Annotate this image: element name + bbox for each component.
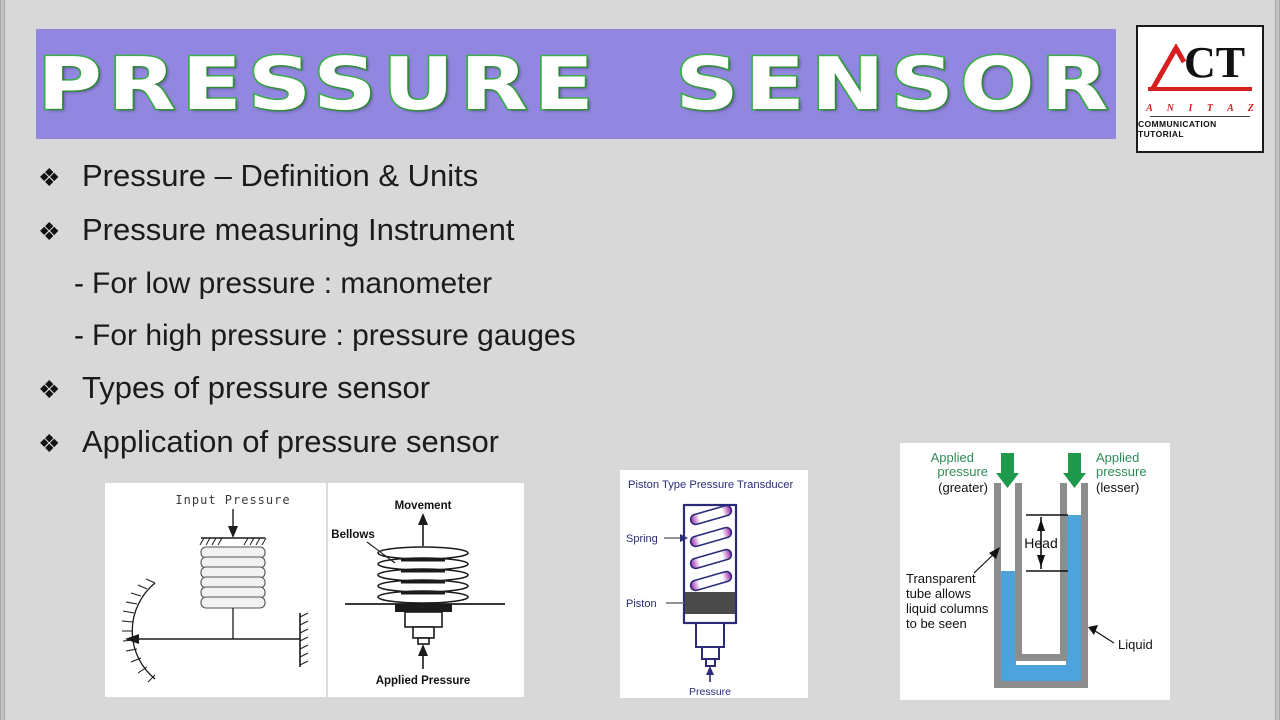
page-title: PRESSURE SENSOR [0, 29, 1235, 139]
diamond-bullet-icon: ❖ [38, 376, 61, 404]
diamond-bullet-icon: ❖ [38, 218, 61, 246]
logo-letters: CT [1184, 37, 1246, 87]
list-item: ❖ Application of pressure sensor [38, 416, 858, 470]
diamond-bullet-icon: ❖ [38, 164, 61, 192]
list-item: - For high pressure : pressure gauges [38, 310, 858, 362]
list-item: ❖ Pressure measuring Instrument [38, 204, 858, 258]
label-applied-pressure: Applied Pressure [376, 675, 471, 687]
list-item-label: Pressure measuring Instrument [82, 212, 515, 247]
label-movement: Movement [395, 500, 452, 512]
label-applied-lesser-line1: Applied [1096, 450, 1139, 465]
label-input-pressure: Input Pressure [175, 493, 290, 507]
figure-title-piston: Piston Type Pressure Transducer [628, 479, 793, 491]
list-item-label: For high pressure : pressure gauges [92, 319, 576, 352]
figure-manometer: Applied pressure (greater) Applied press… [900, 443, 1170, 700]
dash-bullet-icon: - [74, 319, 84, 352]
manometer-diagram-svg: Applied pressure (greater) Applied press… [900, 443, 1170, 700]
label-applied-greater-line3: (greater) [938, 480, 988, 495]
label-liquid: Liquid [1118, 637, 1153, 652]
label-applied-greater-line1: Applied [931, 450, 974, 465]
list-item-label: Application of pressure sensor [82, 424, 500, 459]
list-item: ❖ Types of pressure sensor [38, 362, 858, 416]
figure-piston-transducer: Piston Type Pressure Transducer [620, 470, 808, 698]
label-transparent-line3: liquid columns [906, 601, 989, 616]
logo-mark: CT [1144, 37, 1256, 102]
label-transparent-line1: Transparent [906, 571, 976, 586]
label-transparent-line4: to be seen [906, 616, 967, 631]
list-item-label: For low pressure : manometer [92, 267, 493, 300]
arrow-down-icon [996, 453, 1019, 488]
label-head: Head [1024, 535, 1057, 551]
label-applied-lesser-line3: (lesser) [1096, 480, 1139, 495]
label-applied-greater-line2: pressure [937, 464, 988, 479]
label-applied-lesser-line2: pressure [1096, 464, 1147, 479]
piston-diagram-svg: Piston Type Pressure Transducer [620, 470, 808, 698]
list-item: - For low pressure : manometer [38, 258, 858, 310]
list-item-label: Types of pressure sensor [82, 370, 431, 405]
diamond-bullet-icon: ❖ [38, 430, 61, 458]
logo-divider [1150, 115, 1250, 117]
label-pressure: Pressure [689, 686, 731, 698]
title-word-sensor: SENSOR [674, 41, 1115, 128]
left-letterbox-bar [0, 0, 5, 720]
label-bellows: Bellows [331, 529, 374, 541]
act-logo: CT A N I T A Z COMMUNICATION TUTORIAL [1136, 25, 1264, 153]
figure-bellows: Input Pressure [105, 483, 524, 697]
label-spring: Spring [626, 533, 658, 545]
label-transparent-line2: tube allows [906, 586, 972, 601]
label-piston: Piston [626, 598, 657, 610]
agenda-list: ❖ Pressure – Definition & Units ❖ Pressu… [38, 150, 858, 470]
title-banner: PRESSURE SENSOR [36, 29, 1116, 139]
arrow-down-icon [1063, 453, 1086, 488]
logo-a-icon [1150, 43, 1187, 91]
title-word-pressure: PRESSURE [36, 41, 600, 128]
list-item: ❖ Pressure – Definition & Units [38, 150, 858, 204]
logo-tagline: COMMUNICATION TUTORIAL [1138, 118, 1217, 139]
list-item-label: Pressure – Definition & Units [82, 158, 479, 193]
logo-underline [1148, 86, 1252, 91]
bellows-diagram-svg: Input Pressure [105, 483, 524, 697]
dash-bullet-icon: - [74, 267, 84, 300]
logo-subtitle: A N I T A Z [1146, 102, 1260, 114]
